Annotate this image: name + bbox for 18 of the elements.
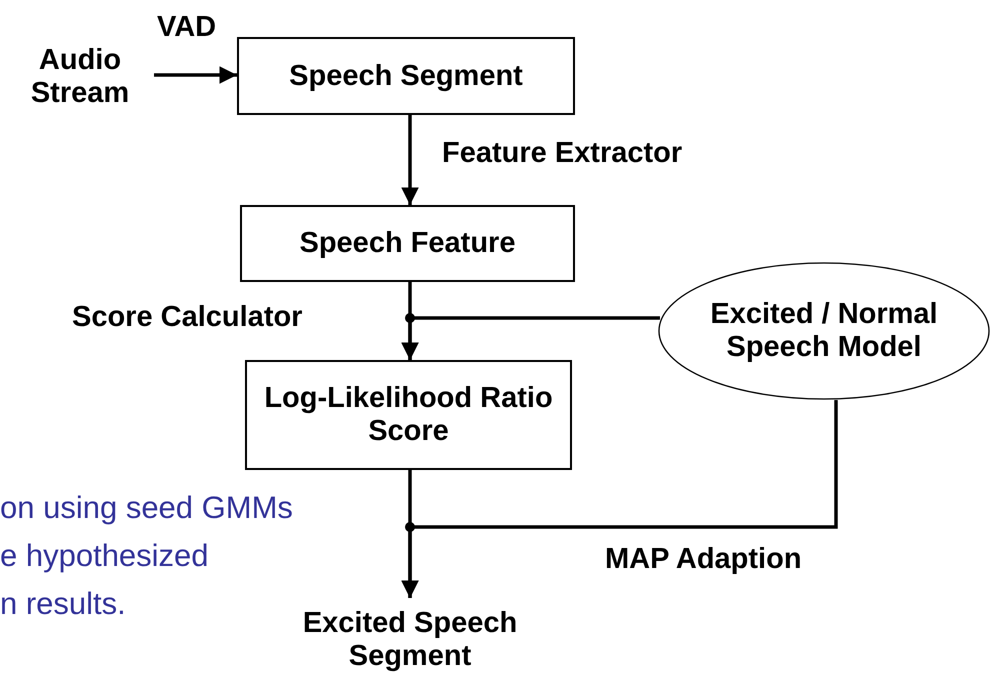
model-ellipse bbox=[658, 262, 990, 400]
node-label: Speech Segment bbox=[289, 60, 523, 92]
process-box bbox=[237, 37, 575, 115]
process-box bbox=[240, 205, 575, 282]
edge-label: MAP Adaption bbox=[605, 544, 802, 576]
note-text: on using seed GMMs bbox=[0, 490, 293, 526]
node-label: Speech Feature bbox=[300, 227, 516, 260]
arrow bbox=[154, 66, 237, 84]
arrow bbox=[401, 316, 660, 360]
arrow bbox=[401, 115, 419, 205]
node-label: Excited Speech Segment bbox=[302, 607, 518, 673]
node-label: Log-Likelihood Ratio Score bbox=[263, 382, 554, 448]
note-text: e hypothesized bbox=[0, 538, 209, 574]
node-label: Excited / Normal Speech Model bbox=[709, 298, 939, 364]
process-box bbox=[245, 360, 572, 470]
node-label: Audio Stream bbox=[30, 44, 130, 110]
arrow bbox=[401, 400, 838, 598]
note-text: n results. bbox=[0, 586, 126, 622]
